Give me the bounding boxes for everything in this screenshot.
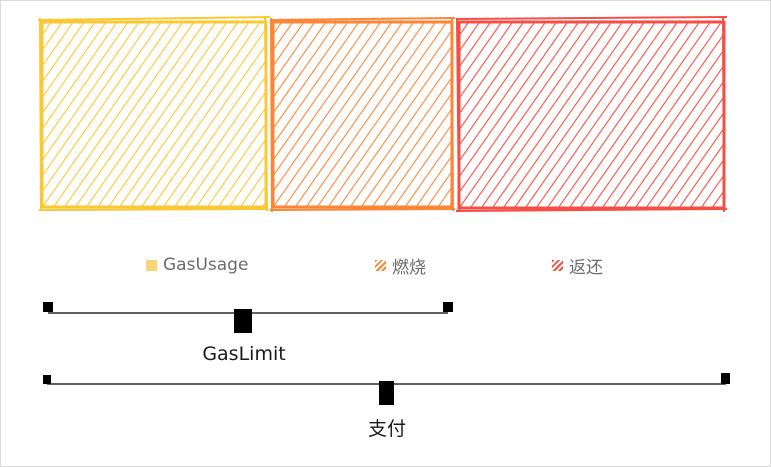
gas-limit-bracket (43, 302, 453, 333)
legend-swatch-refund (552, 259, 563, 271)
refund-block (455, 16, 728, 213)
payment-bracket (43, 373, 730, 405)
gas-limit-center-marker (234, 309, 252, 333)
legend-label-burn: 燃烧 (392, 257, 426, 278)
legend-label-refund: 返还 (569, 257, 603, 278)
payment-right-marker (721, 373, 730, 384)
legend-swatch-gas-usage (146, 259, 157, 271)
gas-limit-right-marker (443, 302, 453, 312)
gas-usage-block (37, 16, 271, 212)
payment-left-marker (43, 375, 51, 384)
legend-item-burn: 燃烧 (375, 253, 426, 278)
legend-item-gas-usage: GasUsage (146, 253, 248, 277)
legend-label-gas-usage: GasUsage (163, 255, 249, 275)
legend-item-refund: 返还 (552, 253, 603, 278)
legend-swatch-burn (375, 259, 386, 271)
gas-limit-left-marker (43, 302, 53, 312)
payment-center-marker (379, 381, 394, 405)
gas-limit-label: GasLimit (202, 343, 286, 365)
burn-block (269, 17, 456, 213)
payment-label: 支付 (367, 418, 407, 440)
